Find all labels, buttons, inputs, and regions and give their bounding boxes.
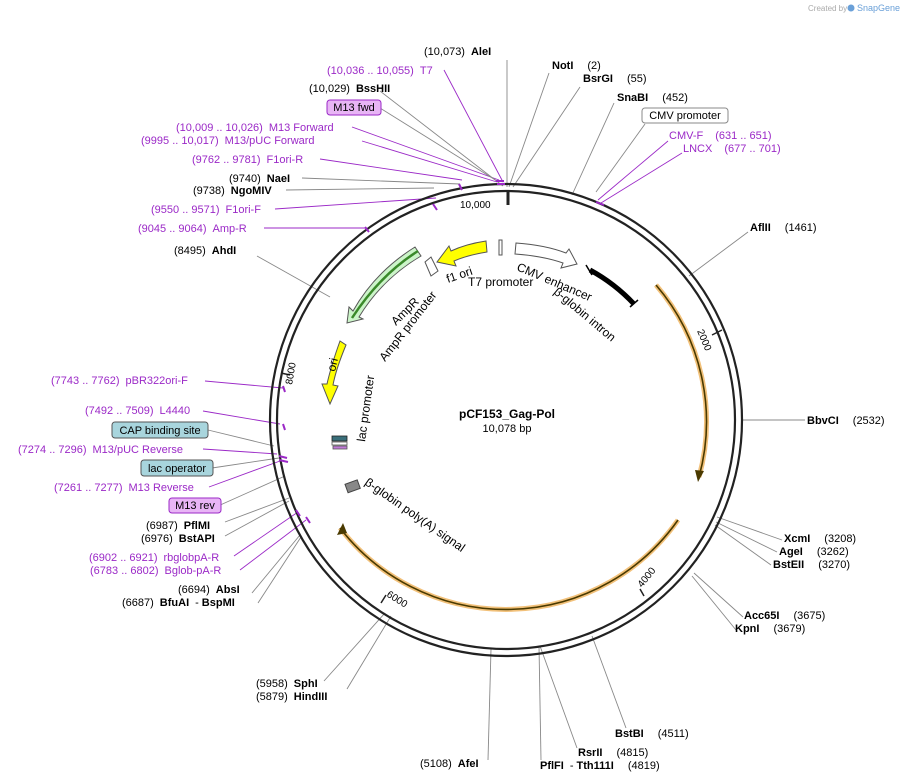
primer-label-f1ori-f[interactable]: (9550 .. 9571)F1ori-F <box>151 204 261 216</box>
primer-label-amp-r[interactable]: (9045 .. 9064)Amp-R <box>138 223 247 235</box>
enzyme-label-hindiii[interactable]: (5879)HindIII <box>256 691 327 703</box>
primer-label-m13-puc-reverse[interactable]: (7274 .. 7296)M13/pUC Reverse <box>18 444 183 456</box>
feature-gag-pol[interactable] <box>337 283 709 612</box>
primer-label-m13-reverse[interactable]: (7261 .. 7277)M13 Reverse <box>54 482 194 494</box>
tick-6000: 6000 <box>384 589 409 610</box>
enzyme-label-snabi[interactable]: SnaBI(452) <box>617 92 688 104</box>
boxed-label-cmv-promoter[interactable]: CMV promoter <box>641 107 729 124</box>
primer-label-cmv-f[interactable]: CMV-F(631 .. 651) <box>669 130 772 142</box>
feature-label-t7-promoter: T7 promoter <box>468 275 533 289</box>
enzyme-label-bstbi[interactable]: BstBI(4511) <box>615 728 689 740</box>
boxed-label-cap-binding-site[interactable]: CAP binding site <box>111 421 209 439</box>
primer-label-bglob-pa-r[interactable]: (6783 .. 6802)Bglob-pA-R <box>90 565 221 577</box>
scale-ticks <box>280 329 723 604</box>
enzyme-label-aflii[interactable]: AflII(1461) <box>750 222 817 234</box>
leader-lines <box>202 60 805 761</box>
boxed-label-m13-rev[interactable]: M13 rev <box>168 497 222 514</box>
boxed-label-lac-operator[interactable]: lac operator <box>140 459 214 477</box>
enzyme-label-bsteii[interactable]: BstEII(3270) <box>773 559 850 571</box>
feature-cmv-enhancer[interactable] <box>514 242 578 269</box>
enzyme-label-bstapi[interactable]: (6976)BstAPI <box>141 533 215 545</box>
feature-beta-globin-polya[interactable] <box>344 479 361 494</box>
enzyme-label-pflfi-tth111i[interactable]: PflFI-Tth111I(4819) <box>540 760 660 772</box>
plasmid-length: 10,078 bp <box>483 423 532 435</box>
feature-f1-ori[interactable] <box>436 240 488 267</box>
feature-label-lac-promoter: lac promoter <box>354 374 377 442</box>
enzyme-label-ahdi[interactable]: (8495)AhdI <box>174 245 236 257</box>
credit-prefix: Created by <box>808 4 847 13</box>
credit-brand: SnapGene <box>857 3 900 13</box>
boxed-label-m13-fwd-text: M13 fwd <box>333 102 375 114</box>
tick-4000: 4000 <box>636 565 659 590</box>
backbone-outer-ring <box>268 182 744 658</box>
enzyme-label-agei[interactable]: AgeI(3262) <box>779 546 849 558</box>
feature-t7-promoter[interactable] <box>498 239 503 256</box>
tick-8000: 8000 <box>284 361 299 385</box>
feature-ampr-promoter[interactable] <box>424 256 439 277</box>
enzyme-label-noti[interactable]: NotI(2) <box>552 60 601 72</box>
enzyme-label-naei[interactable]: (9740)NaeI <box>229 173 290 185</box>
primer-label-lncx[interactable]: LNCX(677 .. 701) <box>683 143 781 155</box>
boxed-label-m13-fwd[interactable]: M13 fwd <box>326 99 382 116</box>
boxed-label-cap-binding-site-text: CAP binding site <box>119 425 200 437</box>
enzyme-label-bsshii[interactable]: (10,029)BssHII <box>309 83 390 95</box>
snapgene-credit[interactable]: Created by SnapGene <box>808 3 900 13</box>
plasmid-name: pCF153_Gag-Pol <box>459 407 555 421</box>
primer-label-m13-forward[interactable]: (10,009 .. 10,026)M13 Forward <box>176 122 334 134</box>
primer-label-rbglobpa-r[interactable]: (6902 .. 6921)rbglobpA-R <box>89 552 219 564</box>
tick-2000: 2000 <box>694 328 713 353</box>
primer-marks <box>278 180 605 524</box>
feature-label-ori: ori <box>324 357 341 373</box>
enzyme-label-xcmi[interactable]: XcmI(3208) <box>784 533 856 545</box>
enzyme-label-bfuai-bspmi[interactable]: (6687)BfuAI-BspMI <box>122 597 235 609</box>
enzyme-label-bbvci[interactable]: BbvCI(2532) <box>807 415 885 427</box>
enzyme-label-bsrgi[interactable]: BsrGI(55) <box>583 73 647 85</box>
enzyme-label-afei[interactable]: (5108)AfeI <box>420 758 479 770</box>
enzyme-label-pflmi[interactable]: (6987)PflMI <box>146 520 210 532</box>
feature-ori[interactable] <box>321 340 347 406</box>
feature-ampr[interactable] <box>346 246 422 324</box>
enzyme-label-acc65i[interactable]: Acc65I(3675) <box>744 610 825 622</box>
enzyme-label-rsrii[interactable]: RsrII(4815) <box>578 747 648 759</box>
backbone-inner-ring <box>275 189 737 651</box>
primer-label-m13-puc-forward[interactable]: (9995 .. 10,017)M13/pUC Forward <box>141 135 315 147</box>
tick-10000: 10,000 <box>460 200 491 211</box>
feature-lac-promoter[interactable] <box>331 435 348 450</box>
enzyme-label-kpni[interactable]: KpnI(3679) <box>735 623 805 635</box>
enzyme-label-absi[interactable]: (6694)AbsI <box>178 584 240 596</box>
boxed-label-lac-operator-text: lac operator <box>148 463 206 475</box>
boxed-label-cmv-promoter-text: CMV promoter <box>649 110 721 122</box>
boxed-label-m13-rev-text: M13 rev <box>175 500 215 512</box>
feature-label-beta-globin-polya: β-globin poly(A) signal <box>362 475 467 555</box>
enzyme-label-alei[interactable]: (10,073)AleI <box>424 46 491 58</box>
enzyme-label-ngomiv[interactable]: (9738)NgoMIV <box>193 185 272 197</box>
primer-label-pbr322ori-f[interactable]: (7743 .. 7762)pBR322ori-F <box>51 375 188 387</box>
primer-label-t7[interactable]: (10,036 .. 10,055)T7 <box>327 65 433 77</box>
primer-label-f1ori-r[interactable]: (9762 .. 9781)F1ori-R <box>192 154 303 166</box>
primer-label-l4440[interactable]: (7492 .. 7509)L4440 <box>85 405 190 417</box>
feature-beta-globin-intron[interactable] <box>585 264 639 308</box>
enzyme-label-sphi[interactable]: (5958)SphI <box>256 678 318 690</box>
snapgene-logo-icon <box>847 4 855 12</box>
